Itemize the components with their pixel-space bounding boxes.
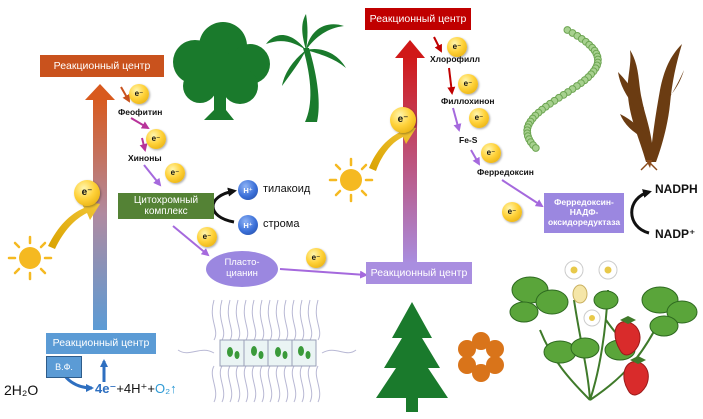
electron: e⁻ xyxy=(481,143,501,163)
chlorophyll-label: Хлорофилл xyxy=(430,54,480,64)
electron: e⁻ xyxy=(458,74,478,94)
electron-symbol: e⁻ xyxy=(397,113,409,125)
electron-flow-arrow xyxy=(501,179,544,208)
membrane-fibre xyxy=(283,299,289,403)
membrane-fibre xyxy=(243,299,249,403)
proton-symbol: H⁺ xyxy=(243,185,253,195)
light-energy-arrow xyxy=(369,124,416,171)
nadp-plus-label: NADP⁺ xyxy=(655,227,696,241)
membrane-fibre xyxy=(211,299,217,403)
electron-symbol: e⁻ xyxy=(134,88,144,98)
plastocyanin: Пласто-цианин xyxy=(206,251,278,287)
palm-icon xyxy=(266,14,346,122)
quinones-label: Хиноны xyxy=(128,153,162,163)
pheophytin-label: Феофитин xyxy=(118,107,163,117)
electron: e⁻ xyxy=(146,129,166,149)
proton-stroma: H⁺ xyxy=(238,215,258,235)
fes-label: Fe-S xyxy=(459,135,478,145)
electron-symbol: e⁻ xyxy=(202,231,212,241)
electron-flow-arrow xyxy=(452,107,462,132)
electron-flow-arrow xyxy=(447,67,456,95)
reaction-center-ps2-bottom: Реакционный центр xyxy=(46,333,156,354)
electrons-product: 4e⁻ xyxy=(95,381,117,396)
electron-flow-arrow xyxy=(279,268,368,279)
membrane-fibre xyxy=(235,299,241,403)
spruce-icon xyxy=(376,302,448,412)
electron-symbol: e⁻ xyxy=(474,112,484,122)
electron-flow-arrow xyxy=(143,164,162,187)
electron: e⁻ xyxy=(502,202,522,222)
membrane-fibre xyxy=(267,299,273,403)
thylakoid-membrane-icon xyxy=(177,299,357,403)
electron-flow-arrow xyxy=(433,36,442,53)
electron: e⁻ xyxy=(390,107,416,133)
photosystem1-energy-arrow xyxy=(395,40,425,264)
electron-flow-arrow xyxy=(139,137,148,152)
membrane-fibre xyxy=(291,299,297,403)
membrane-fibre xyxy=(307,299,313,403)
electron: e⁻ xyxy=(469,108,489,128)
electron-flow-arrow xyxy=(470,149,480,166)
electron: e⁻ xyxy=(306,248,326,268)
electron: e⁻ xyxy=(129,84,149,104)
flower-icon xyxy=(458,332,504,382)
electron: e⁻ xyxy=(447,37,467,57)
stroma-label: строма xyxy=(263,218,300,230)
proton-thylakoid: H⁺ xyxy=(238,180,258,200)
reaction-center-ps1-top: Реакционный центр xyxy=(365,8,471,30)
electron: e⁻ xyxy=(197,227,217,247)
phylloquinone-label: Филлохинон xyxy=(441,96,495,106)
electron-symbol: e⁻ xyxy=(463,78,473,88)
water-products: 4e⁻+4H⁺+O₂↑ xyxy=(95,381,177,397)
electron-symbol: e⁻ xyxy=(170,167,180,177)
reaction-center-ps2-top: Реакционный центр xyxy=(40,55,164,77)
thylakoid-label: тилакоид xyxy=(263,183,311,195)
membrane-fibre xyxy=(251,299,257,403)
ferredoxin-nadp-reductase: Ферредоксин-НАДФ-оксидоредуктаза xyxy=(544,193,624,233)
algae-chain-icon xyxy=(523,26,602,152)
electron-symbol: e⁻ xyxy=(452,41,462,51)
strawberry-icon xyxy=(509,260,698,401)
algae-cell xyxy=(531,144,540,152)
membrane-fibre xyxy=(315,299,321,403)
oxygen-product: O₂↑ xyxy=(155,381,177,396)
electron-symbol: e⁻ xyxy=(311,252,321,262)
electron-symbol: e⁻ xyxy=(81,186,93,198)
proton-transfer-arrow xyxy=(211,187,237,224)
photosystem2-energy-arrow xyxy=(85,84,115,330)
electron: e⁻ xyxy=(74,180,100,206)
electron: e⁻ xyxy=(165,163,185,183)
nadph-label: NADPH xyxy=(655,182,698,196)
electron-symbol: e⁻ xyxy=(151,133,161,143)
proton-symbol: H⁺ xyxy=(243,220,253,230)
water-equation: 2H₂O xyxy=(4,382,38,398)
membrane-fibre xyxy=(259,299,265,403)
cytochrome-complex: Цитохромный комплекс xyxy=(118,193,214,219)
reaction-center-ps1-bottom: Реакционный центр xyxy=(366,262,472,284)
water-splitting-complex: В.Ф. xyxy=(46,356,82,378)
tree-icon xyxy=(173,22,270,120)
electron-flow-arrow xyxy=(120,86,130,103)
membrane-fibre xyxy=(219,299,225,403)
protons-product: +4H⁺+ xyxy=(116,381,155,396)
sun-icon xyxy=(7,235,53,281)
membrane-fibre xyxy=(227,299,233,403)
electron-flow-arrow xyxy=(172,225,210,257)
ferredoxin-label: Ферредоксин xyxy=(477,167,534,177)
kelp-icon xyxy=(618,44,684,171)
electron-flow-arrow xyxy=(130,117,150,130)
electron-symbol: e⁻ xyxy=(486,147,496,157)
water-formula: 2H₂O xyxy=(4,382,39,398)
nadph-formation-arrow xyxy=(630,189,652,235)
light-energy-arrow xyxy=(48,200,100,249)
membrane-fibre xyxy=(177,349,357,354)
electron-symbol: e⁻ xyxy=(507,206,517,216)
membrane-fibre xyxy=(275,299,281,403)
membrane-fibre xyxy=(299,299,305,403)
sun-icon xyxy=(328,157,374,203)
